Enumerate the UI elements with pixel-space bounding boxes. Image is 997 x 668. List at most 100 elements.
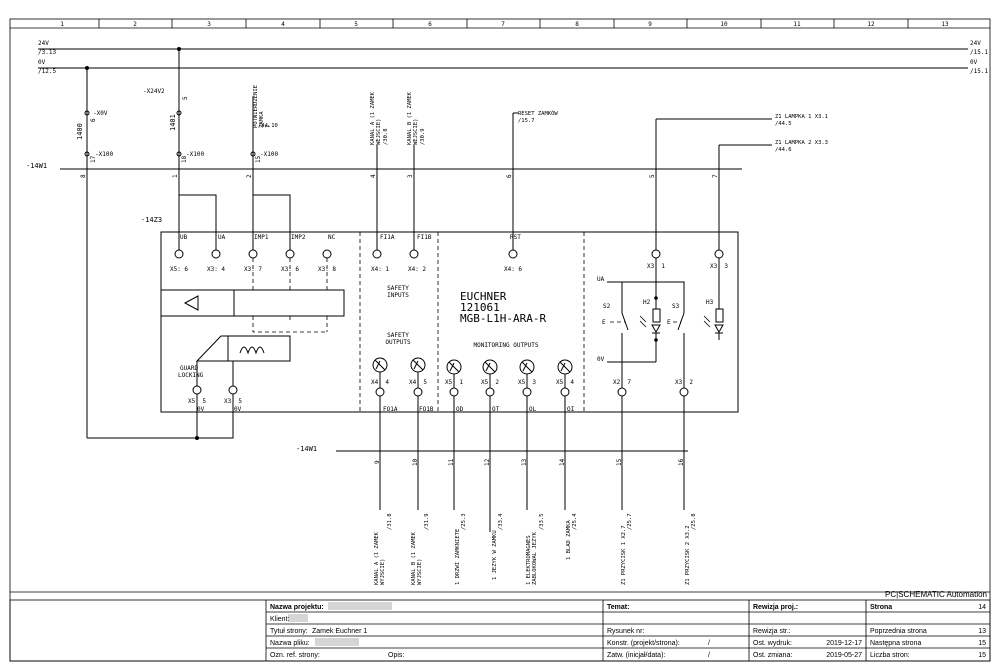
ref-label: Ozn. ref. strony:: [270, 652, 320, 659]
device-top-terminal-labels: X5: 6 X3: 4 X3: 7 X3: 6 X3: 8 X4: 1 X4: …: [170, 263, 728, 273]
signal-label: WYJSCIE): [417, 559, 423, 586]
wire-number: 1400: [76, 123, 84, 140]
signal-label: 1: [265, 125, 271, 128]
signal-label: Z1 PRZYCISK 2 X3.2: [685, 525, 691, 585]
pin-name: FO1A: [383, 406, 398, 413]
zero-v-return: [87, 394, 234, 440]
signal-label: 1 ELEKTROMAGNES: [526, 535, 532, 585]
terminal-label: X3: 2: [675, 379, 693, 386]
pin-name: OT: [492, 406, 500, 413]
safety-inputs-label: INPUTS: [387, 292, 409, 299]
transistor-symbol: [557, 359, 573, 380]
supply-wires: [84, 49, 256, 438]
upper-signal-wires: [376, 112, 772, 245]
cable-upper: -14W1 8 1 2 4 3 6 5 7: [26, 162, 742, 178]
pin-name: NC: [328, 234, 336, 241]
last-changed-label: Ost. zmiana:: [753, 652, 792, 659]
signal-label: ZABLOKOWAL JEZYK: [532, 531, 538, 585]
signal-ref: /44.10: [258, 123, 278, 129]
signal-ref: /33.5: [539, 513, 545, 530]
signal-label: Z1 LAMPKA 1 X3.1: [775, 114, 828, 120]
signal-ref: /31.9: [424, 513, 430, 530]
core-number: 6: [506, 174, 513, 178]
sheet-frame: [9, 18, 991, 662]
pin-name: UB: [180, 234, 188, 241]
signal-ref: /25.4: [572, 513, 578, 530]
title-block: PC|SCHEMATIC Automation Nazwa projektu: …: [9, 590, 991, 662]
device-vendor: EUCHNER: [460, 290, 507, 303]
brand: PC|SCHEMATIC Automation: [885, 590, 987, 599]
column-number: 7: [501, 21, 505, 28]
signal-ref: /25.8: [691, 513, 697, 530]
column-number: 9: [648, 21, 652, 28]
signal-label: Z1 LAMPKA 2 X3.3: [775, 140, 828, 146]
transistor-symbol: [446, 359, 462, 380]
core-number: 14: [559, 458, 566, 466]
core-number: 3: [407, 174, 414, 178]
panel-label: 0V: [597, 356, 605, 363]
terminal-label: X3: 8: [318, 266, 336, 273]
monitoring-outputs-label: MONITORING OUTPUTS: [473, 342, 538, 349]
terminal-number: 6: [90, 118, 97, 122]
cable-name: -14W1: [26, 162, 47, 170]
column-ruler: 1 2 3 4 5 6 7 8 9 10 11 12 13: [60, 21, 949, 28]
rail-ref: /12.5: [38, 68, 56, 75]
column-number: 11: [793, 21, 801, 28]
constructor-value: /: [708, 640, 710, 647]
previous-page-number: 13: [978, 628, 986, 635]
pin-name: FI1A: [380, 234, 395, 241]
column-number: 13: [941, 21, 949, 28]
terminal-label: X2: 7: [613, 379, 631, 386]
terminal-label: X4: 2: [408, 266, 426, 273]
rail-label-right: 24V: [970, 40, 981, 47]
signal-label: POTWIERDZENIE: [253, 85, 259, 128]
device-feed-wires: [178, 194, 291, 245]
next-page-label: Następna strona: [870, 640, 921, 647]
terminal-number: 18: [181, 155, 188, 163]
topic-label: Temat:: [607, 604, 629, 611]
core-number: 10: [412, 458, 419, 466]
device-top-pins: UB UA IMP1 IMP2 NC FI1A FI1B RST: [180, 234, 521, 241]
column-number: 4: [281, 21, 285, 28]
terminal-name: -X100: [95, 151, 113, 158]
signal-label: KANAL A (1 ZAMEK: [374, 531, 380, 585]
signal-ref: /33.4: [498, 513, 504, 530]
rail-junctions: [85, 47, 181, 70]
terminal-label: X3: 4: [207, 266, 225, 273]
last-changed-value: 2019-05-27: [826, 652, 862, 659]
panel-label: UA: [597, 276, 605, 283]
rail-label: 0V: [38, 59, 46, 66]
transistor-symbol: [410, 357, 426, 380]
safety-outputs-label: SAFETY: [387, 332, 409, 339]
safety-outputs-label: OUTPUTS: [385, 339, 411, 346]
project-revision-label: Rewizja proj.:: [753, 604, 798, 611]
page-title-value: Zamek Euchner 1: [312, 628, 367, 635]
signal-label: KANAL B (1 ZAMEK: [411, 531, 417, 585]
signal-ref: /30.8: [383, 128, 389, 145]
signal-label: KANAL A (1 ZAMEK: [370, 91, 376, 145]
panel-label: S2: [603, 303, 611, 310]
column-number: 1: [60, 21, 64, 28]
column-number: 8: [575, 21, 579, 28]
rail-ref: /3.13: [38, 49, 56, 56]
guard-locking-label: GUARD: [180, 365, 198, 372]
button-lamp-panel-labels: UA 0V S2 S3 H2 H3 E E: [597, 276, 714, 363]
signal-label: 1 DRZWI ZAMKNIETE: [455, 529, 461, 585]
terminal-name: -X0V: [93, 110, 108, 117]
terminal-name: -X100: [186, 151, 204, 158]
drawing-number-label: Rysunek nr:: [607, 628, 644, 635]
wire-number: 1401: [169, 114, 177, 131]
core-number: 9: [374, 460, 381, 464]
terminal-name: -X100: [260, 151, 278, 158]
output-transistors: [372, 357, 573, 380]
terminal-label: X5: 6: [170, 266, 188, 273]
rail-0v: 0V /12.5 0V /15.1: [38, 59, 988, 75]
core-number: 1: [172, 174, 179, 178]
terminal-number: 17: [90, 155, 97, 163]
signal-ref: /25.3: [461, 513, 467, 530]
last-printed-value: 2019-12-17: [826, 640, 862, 647]
terminal-label: X4: 1: [371, 266, 389, 273]
project-label: Nazwa projektu:: [270, 604, 324, 611]
rail-label-right: 0V: [970, 59, 978, 66]
